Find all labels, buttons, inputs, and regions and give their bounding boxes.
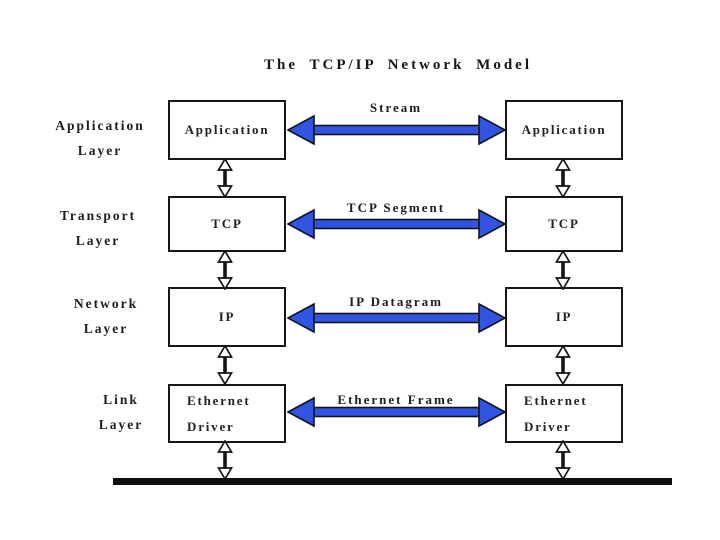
vertical-double-arrow-icon [554,345,572,385]
layer-label-line: Layer [75,233,121,248]
box-label: Driver [524,418,572,434]
vertical-double-arrow-icon [216,345,234,385]
stream-double-arrow-icon [287,115,506,145]
vertical-double-arrow-icon [216,440,234,480]
layer-label-line: Layer [98,417,144,432]
box-label: TCP [548,216,580,231]
layer-label-line: Application [55,118,145,133]
layer-label-network: Network Layer [36,291,176,341]
box-ip-left: IP [168,287,286,347]
vertical-double-arrow-icon [554,158,572,198]
arrow-label-tcp-segment: TCP Segment [346,200,446,215]
box-tcp-left: TCP [168,196,286,252]
tcp-segment-double-arrow-icon [287,209,506,239]
arrow-label-stream: Stream [369,100,423,115]
box-application-left: Application [168,100,286,160]
vertical-double-arrow-icon [216,250,234,290]
box-label: Driver [187,418,235,434]
box-application-right: Application [505,100,623,160]
arrow-label-ip-datagram: IP Datagram [349,294,443,309]
box-label: Ethernet [524,392,588,408]
box-label: TCP [211,216,243,231]
box-label: Application [184,122,270,137]
layer-label-line: Layer [77,143,123,158]
box-label: IP [555,309,573,324]
vertical-double-arrow-icon [554,440,572,480]
box-ethernet-driver-right: Ethernet Driver [505,384,623,443]
ethernet-frame-double-arrow-icon [287,397,506,427]
layer-label-line: Transport [59,208,137,223]
box-label: Ethernet [187,392,251,408]
vertical-double-arrow-icon [216,158,234,198]
ip-datagram-double-arrow-icon [287,303,506,333]
layer-label-link: Link Layer [51,387,191,437]
box-tcp-right: TCP [505,196,623,252]
layer-label-line: Network [73,296,139,311]
layer-label-line: Link [103,392,139,407]
layer-label-transport: Transport Layer [28,203,168,253]
arrow-label-ethernet-frame: Ethernet Frame [337,392,455,407]
box-ip-right: IP [505,287,623,347]
layer-label-application: Application Layer [30,113,170,163]
vertical-double-arrow-icon [554,250,572,290]
diagram-title: The TCP/IP Network Model [264,57,532,73]
box-label: Application [521,122,607,137]
layer-label-line: Layer [83,321,129,336]
physical-medium-line [113,478,672,485]
box-label: IP [218,309,236,324]
box-ethernet-driver-left: Ethernet Driver [168,384,286,443]
